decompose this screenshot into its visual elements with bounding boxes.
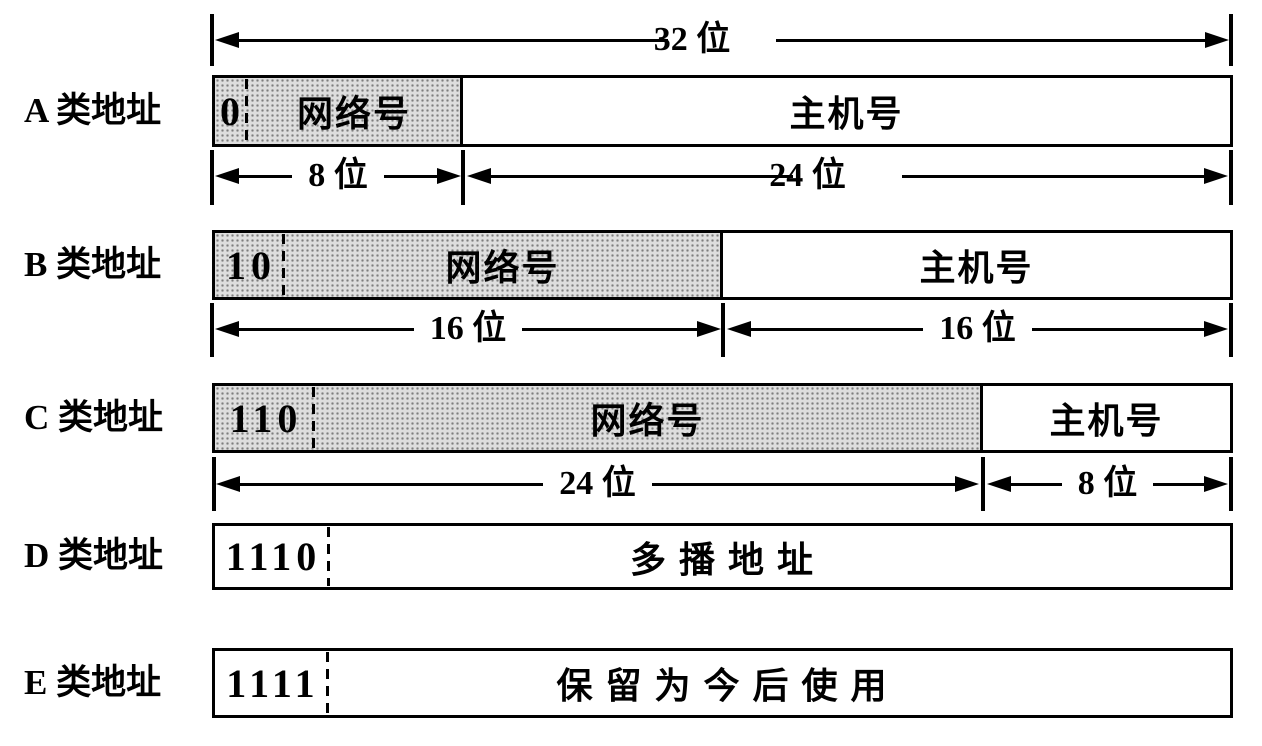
host-label: 主机号 (919, 248, 1034, 288)
dim-tick (461, 150, 465, 205)
arrow-head-left (215, 321, 239, 337)
class-c-bar: 110 网络号 主机号 (212, 383, 1233, 453)
arrow-head-right (1205, 32, 1229, 48)
class-c-host-dimension: 8 位 (987, 460, 1228, 508)
class-c-host-field: 主机号 (983, 386, 1230, 450)
class-d-bar: 1110 多 播 地 址 (212, 523, 1233, 590)
dimension-label: 24 位 (769, 157, 846, 194)
dimension-label: 8 位 (1077, 465, 1138, 502)
row-label-class-c: C 类地址 (24, 398, 164, 437)
dim-tick (1229, 457, 1233, 511)
dim-tick (721, 303, 725, 357)
arrow-head-left (215, 168, 239, 184)
arrow-head-right (1204, 321, 1228, 337)
arrow-head-left (216, 476, 240, 492)
host-label: 主机号 (1049, 401, 1164, 441)
dimension-line (901, 174, 1204, 178)
dimension-line (751, 327, 924, 331)
dimension-line (240, 482, 544, 486)
class-b-prefix-bits: 10 (226, 242, 276, 288)
row-label-class-a: A 类地址 (24, 91, 162, 130)
class-a-network-field: 0 网络号 (215, 78, 463, 144)
multicast-address-label: 多 播 地 址 (629, 539, 815, 580)
network-label: 网络号 (296, 94, 411, 134)
class-a-bar: 0 网络号 主机号 (212, 75, 1233, 147)
class-a-host-dimension: 24 位 (467, 152, 1228, 200)
class-c-prefix-bits: 110 (229, 395, 303, 441)
class-a-network-dimension: 8 位 (215, 152, 461, 200)
class-e-bar: 1111 保 留 为 今 后 使 用 (212, 648, 1233, 718)
class-b-bar: 10 网络号 主机号 (212, 230, 1233, 300)
dimension-label: 8 位 (308, 157, 368, 194)
arrow-head-left (727, 321, 751, 337)
dimension-line (651, 482, 955, 486)
class-c-network-field: 110 网络号 (215, 386, 983, 450)
dimension-label: 32 位 (653, 21, 731, 58)
dim-tick (210, 303, 214, 357)
arrow-head-right (1204, 476, 1228, 492)
arrow-head-left (467, 168, 491, 184)
network-label: 网络号 (590, 401, 705, 441)
arrow-head-right (437, 168, 461, 184)
class-d-prefix-bits: 1110 (225, 534, 322, 579)
dimension-line (239, 38, 668, 42)
arrow-head-left (215, 32, 239, 48)
dimension-line (776, 38, 1205, 42)
class-a-host-field: 主机号 (463, 78, 1230, 144)
arrow-head-right (1204, 168, 1228, 184)
dimension-line (522, 327, 697, 331)
arrow-head-right (955, 476, 979, 492)
dim-tick (1229, 303, 1233, 357)
total-width-dimension: 32 位 (215, 16, 1229, 64)
row-label-class-d: D 类地址 (24, 536, 164, 575)
row-label-class-e: E 类地址 (24, 663, 162, 702)
dim-tick (981, 457, 985, 511)
prefix-divider-dashed (326, 652, 329, 714)
dimension-label: 24 位 (559, 465, 636, 502)
dimension-line (239, 327, 414, 331)
dimension-line (239, 174, 293, 178)
dim-tick (210, 14, 214, 66)
network-label: 网络号 (445, 248, 560, 288)
class-e-prefix-bits: 1111 (226, 660, 320, 706)
dimension-label: 16 位 (429, 310, 507, 347)
class-b-host-field: 主机号 (723, 233, 1230, 297)
dimension-line (1153, 482, 1204, 486)
arrow-head-left (987, 476, 1011, 492)
class-b-network-field: 10 网络号 (215, 233, 723, 297)
prefix-divider-dashed (245, 79, 248, 143)
reserved-label: 保 留 为 今 后 使 用 (556, 666, 889, 706)
dimension-line (491, 174, 794, 178)
dimension-label: 16 位 (939, 310, 1016, 347)
row-label-class-b: B 类地址 (24, 245, 162, 284)
class-b-network-dimension: 16 位 (215, 305, 721, 353)
dimension-line (383, 174, 437, 178)
class-b-host-dimension: 16 位 (727, 305, 1228, 353)
dim-tick (210, 150, 214, 205)
class-a-prefix-bits: 0 (220, 88, 245, 134)
arrow-head-right (697, 321, 721, 337)
dimension-line (1031, 327, 1204, 331)
class-c-network-dimension: 24 位 (216, 460, 979, 508)
prefix-divider-dashed (312, 387, 315, 449)
prefix-divider-dashed (282, 234, 285, 296)
dim-tick (1229, 150, 1233, 205)
host-label: 主机号 (789, 94, 904, 134)
dimension-line (1011, 482, 1062, 486)
dim-tick (1229, 14, 1233, 66)
dim-tick (212, 457, 216, 511)
prefix-divider-dashed (327, 527, 330, 586)
